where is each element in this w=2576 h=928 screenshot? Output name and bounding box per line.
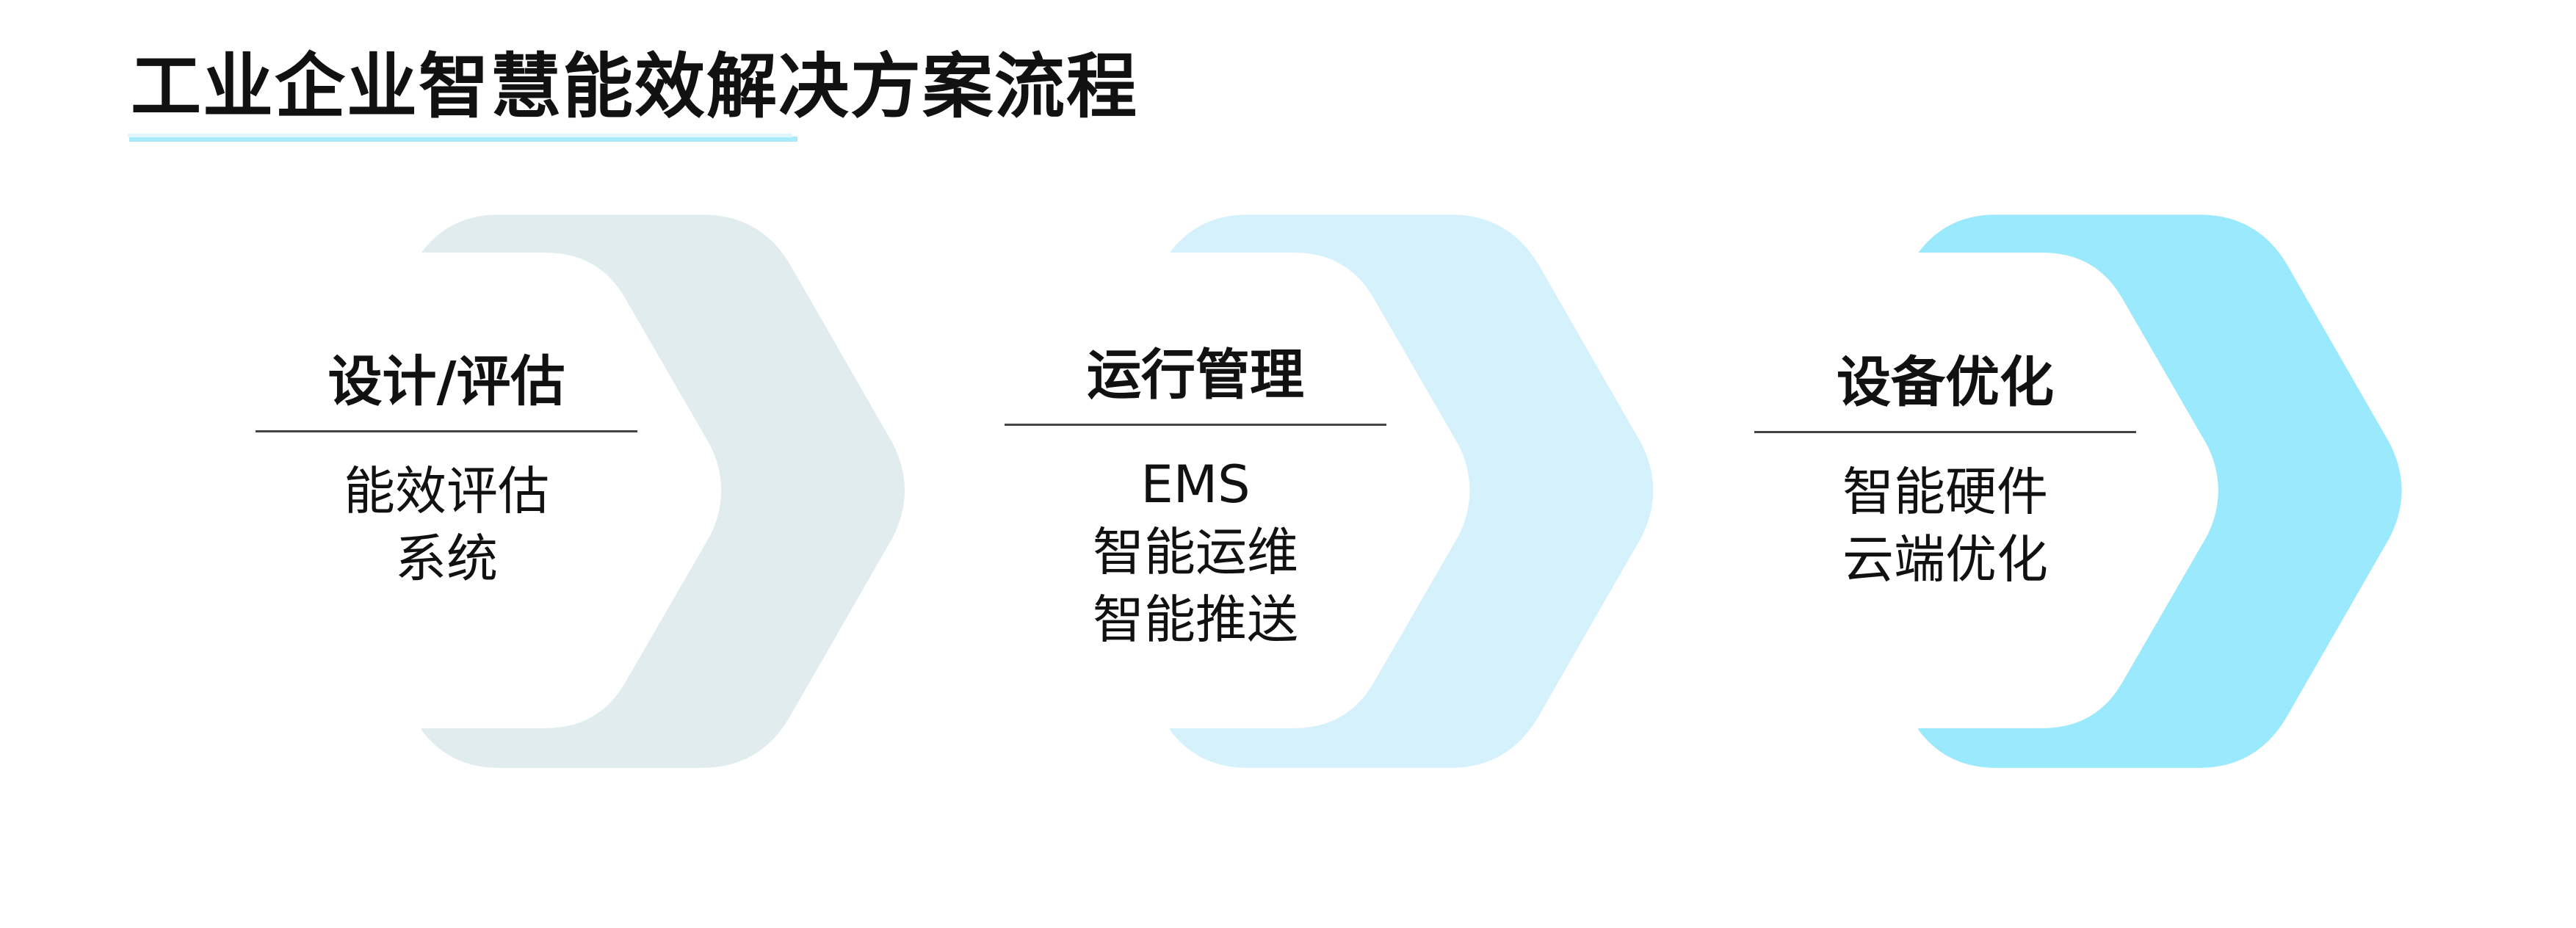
step-line: 云端优化 bbox=[1842, 529, 2048, 590]
step-line: 智能运维 bbox=[1093, 522, 1298, 582]
step-3: 设备优化 智能硬件 云端优化 bbox=[1754, 347, 2136, 593]
step-2: 运行管理 EMS 智能运维 智能推送 bbox=[1005, 340, 1386, 653]
step-heading: 设计/评估 bbox=[328, 350, 565, 413]
step-1: 设计/评估 能效评估 系统 bbox=[256, 347, 637, 592]
step-divider bbox=[1754, 431, 2136, 433]
page-title: 工业企业智慧能效解决方案流程 bbox=[131, 46, 1138, 128]
step-line: 智能硬件 bbox=[1842, 462, 2048, 522]
step-divider bbox=[256, 430, 637, 432]
step-line: 智能推送 bbox=[1093, 590, 1298, 650]
title-underline bbox=[128, 134, 797, 142]
step-line: EMS bbox=[1140, 454, 1251, 515]
step-divider bbox=[1005, 424, 1386, 426]
step-line: 能效评估 bbox=[344, 461, 549, 521]
step-heading: 运行管理 bbox=[1087, 344, 1304, 407]
step-heading: 设备优化 bbox=[1837, 351, 2054, 414]
step-line: 系统 bbox=[395, 529, 498, 589]
